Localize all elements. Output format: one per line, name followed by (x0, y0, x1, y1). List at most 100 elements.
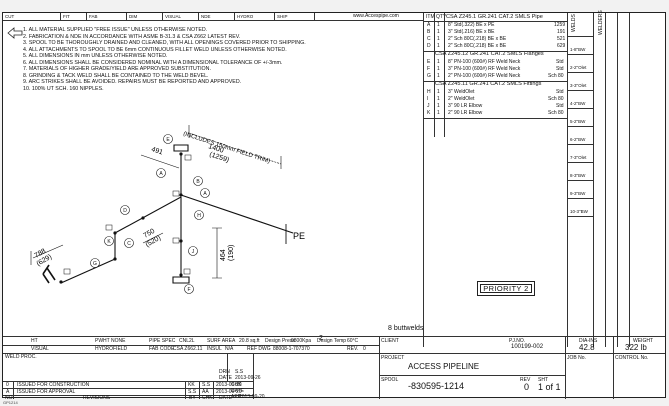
dia-value: 42.8 (579, 343, 595, 352)
balloon-a-2: A (159, 171, 163, 177)
rev-footer-revisions: REVISIONS (83, 395, 111, 401)
weight-value: 322 lb (625, 343, 647, 352)
project-label: PROJECT (381, 355, 405, 361)
tb-insul-value: N/A (225, 346, 234, 352)
status-bar: CUT FIT FAB DIM VISUAL NDE HYDRO SHIP ww… (3, 13, 423, 21)
pe-label: PE (293, 231, 305, 241)
dim-491: 491 (150, 146, 163, 156)
note-7: 7. MATERIALS OF HIGHER GRADE/YIELD ARE A… (23, 66, 211, 72)
sign-date-label: DATE (219, 375, 232, 381)
rev-row-1-chk: AA (202, 389, 209, 395)
website-link[interactable]: www.Accespipe.com (353, 13, 399, 19)
rev-footer-by: BY (189, 395, 196, 401)
dia-label: DIA-INS (579, 338, 598, 344)
dim-788: 788 (34, 248, 48, 260)
dim-1259: (1259) (208, 151, 229, 164)
spool-label: SPOOL (381, 377, 399, 383)
tb-rev-label: REV. (347, 346, 359, 352)
status-hydro: HYDRO (237, 14, 254, 19)
footer-tag: GP1214 (3, 400, 18, 405)
drawing-sheet: CUT FIT FAB DIM VISUAL NDE HYDRO SHIP ww… (2, 10, 668, 401)
page-number: 2 (319, 335, 323, 342)
status-cut: CUT (5, 14, 15, 19)
sign-chk-label: CHK (231, 382, 242, 388)
sign-date3-value: 2013-09-20 (239, 394, 265, 400)
rev-row-0-chk: S.S (202, 382, 211, 388)
tb-design-press-value: 9800Kpa (291, 338, 312, 344)
dim-750: 750 (143, 228, 157, 240)
welders-header: WELDERS (598, 10, 604, 35)
balloon-c: C (127, 241, 131, 247)
note-9: 9. ARC STRIKES SHALL BE AVOIDED. REPAIRS… (23, 79, 242, 85)
bom-section-fittings: CSA Z245.11 GR.241 CAT.2 SMLS Fittings (435, 81, 542, 87)
note-3: 3. SPOOL TO BE THOROUGHLY DRAINED AND CL… (23, 40, 306, 46)
tb-pwht-value: NONE (111, 338, 126, 344)
tb-ht-label: HT (31, 338, 38, 344)
status-dim: DIM (129, 14, 138, 19)
tb-rev-value: 0 (363, 346, 366, 352)
weight-label: WEIGHT (633, 338, 653, 344)
sign-drn-value: S.S (235, 369, 244, 375)
north-arrow-icon (7, 27, 23, 39)
tb-visual-label: VISUAL (31, 346, 49, 352)
bom-head-qty: QTY (436, 14, 447, 20)
rev-value: 0 (524, 382, 530, 392)
balloon-b: B (196, 179, 200, 185)
weld-9: 9-3"BW (568, 181, 593, 199)
rev-label: REV (520, 377, 531, 383)
sheet-label: SHT (538, 377, 548, 383)
balloon-a: A (203, 191, 207, 197)
welds-header: WELDS (571, 14, 577, 32)
rev-footer-date: DATE (219, 395, 232, 401)
priority-stamp: PRIORITY 2 (477, 281, 535, 296)
note-10: 10. 100% UT SCH. 160 NIPPLES. (23, 85, 104, 92)
isometric-drawing: (INCLUDES 150mm FIELD TRIM) 1400 (1259) … (30, 125, 323, 342)
note-1: 1. ALL MATERIAL SUPPLIED "FREE ISSUE" UN… (23, 27, 208, 33)
note-8: 8. GRINDING & TACK WELD SHALL BE CONTAIN… (23, 72, 209, 79)
balloon-d: D (123, 208, 127, 214)
bill-of-materials: ITM QTY CSA Z245.1 GR.241 CAT.2 SMLS Pip… (388, 10, 668, 347)
general-notes: 1. ALL MATERIAL SUPPLIED "FREE ISSUE" UN… (23, 27, 383, 92)
status-fit: FIT (63, 14, 70, 19)
rev-row-0-desc: ISSUED FOR CONSTRUCTION (17, 382, 90, 388)
title-block: HT PWHT NONE PIPE SPEC CNL2L SURF AREA 2… (3, 336, 665, 401)
tb-design-temp-label: Design Temp (317, 338, 347, 344)
rev-row-0-no: 0 (6, 382, 9, 388)
bom-section-flanges: CSA Z245.12 GR.241 CAT.2 SMLS Flanges (435, 51, 544, 57)
control-label: CONTROL No. (615, 355, 649, 361)
tb-pipe-spec-label: PIPE SPEC (149, 338, 176, 344)
dim-1400: 1400 (207, 143, 224, 155)
balloon-k: K (107, 239, 111, 245)
dim-464: 464 (220, 249, 227, 261)
sign-date-value: 2013-09-26 (235, 375, 261, 381)
sign-drn-label: DRN (219, 369, 230, 375)
balloon-f: F (187, 287, 190, 293)
rev-row-1-no: A (6, 389, 10, 395)
balloon-h: H (197, 213, 201, 219)
rev-row-0-by: KK (188, 382, 195, 388)
welds-table: WELDS WELDERS 1-8"BW 2-2"Olet 3-3"Olet 4… (567, 10, 668, 347)
tb-pipe-spec-value: CNL2L (179, 338, 195, 344)
balloon-j: J (192, 249, 195, 255)
sign-date2-label: DATE (231, 388, 244, 394)
tb-ref-dwg-value: 88008-1-707370 (273, 346, 310, 352)
weld-5: 5-2"BW (568, 109, 593, 127)
client-label: CLIENT (381, 338, 399, 344)
rev-row-1-desc: ISSUED FOR APPROVAL (17, 389, 76, 395)
weld-6: 6-2"BW (568, 127, 593, 145)
weld-4: 4-2"BW (568, 91, 593, 109)
note-2: 2. FABRICATION & NDE IN ACCORDANCE WITH … (23, 33, 241, 40)
note-6: 6. ALL DIMENSIONS SHALL BE CONSIDERED NO… (23, 59, 283, 66)
bom-section-pipe: CSA Z245.1 GR.241 CAT.2 SMLS Pipe (446, 14, 543, 20)
tb-insul-label: INSUL (207, 346, 222, 352)
